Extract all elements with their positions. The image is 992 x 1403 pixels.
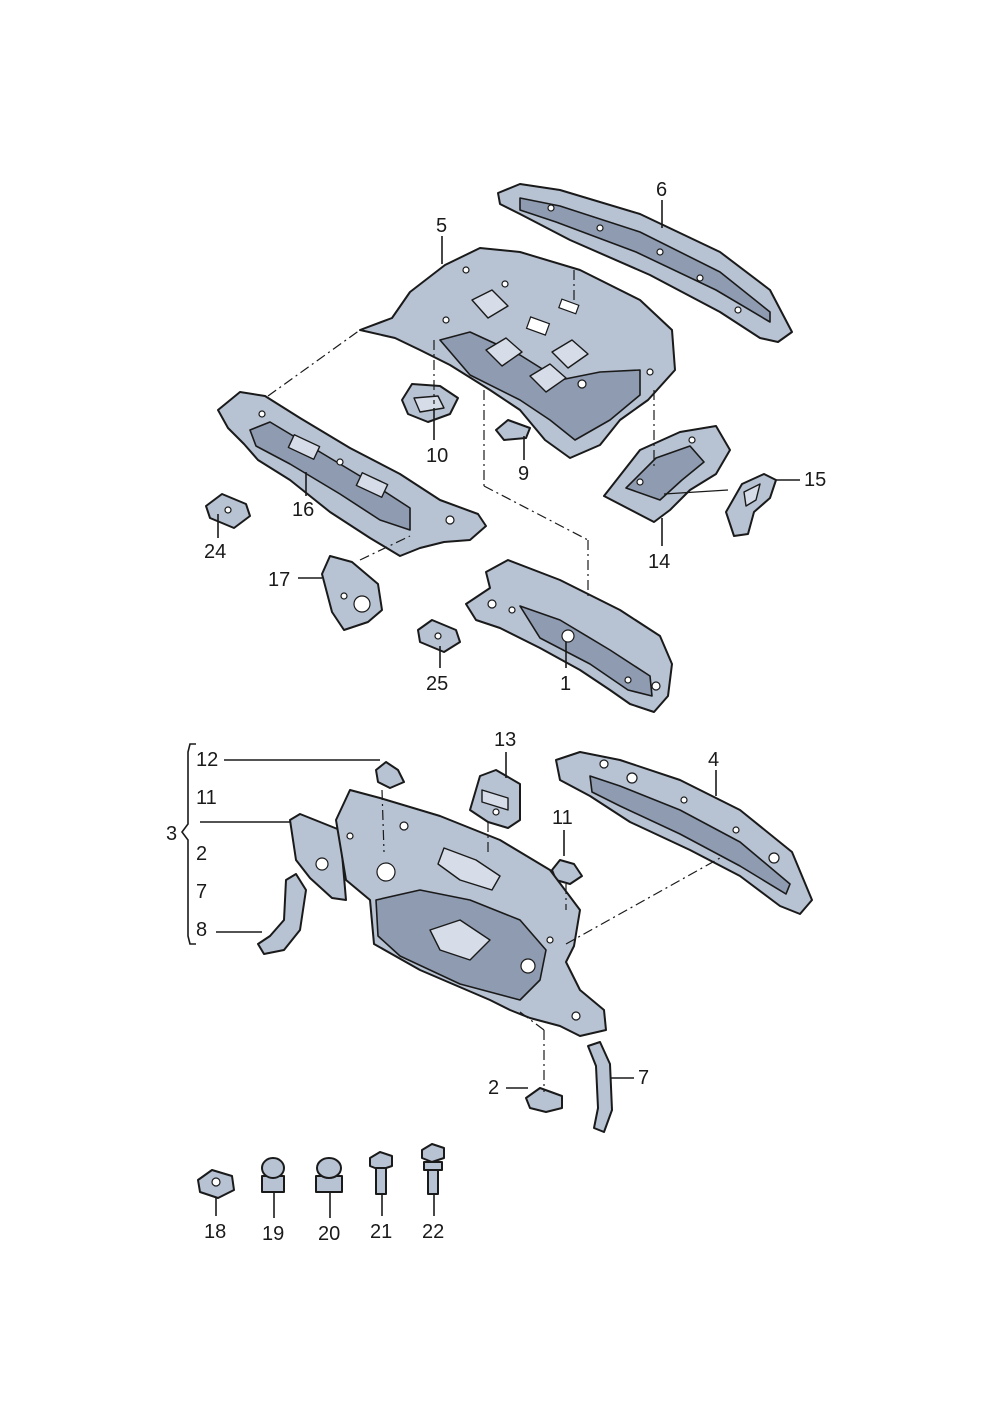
alignment-lines-upper [267,270,729,596]
callout-15: 15 [804,469,826,491]
part-21-bolt [369,1151,393,1195]
part-13-bracket [469,769,521,829]
callout-25: 25 [426,673,448,695]
callout-21: 21 [370,1221,392,1243]
part-2-bracket [525,1087,563,1113]
alignment-lines-lower [381,789,721,1092]
callout-9: 9 [518,463,529,485]
callout-11: 11 [552,807,573,829]
part-19-cap-nut [261,1157,285,1193]
part-24-plate [205,493,251,529]
part-10-bracket [401,383,459,423]
callout-11-list: 11 [196,787,217,809]
part-16-longitudinal-member [217,391,487,557]
callout-16: 16 [292,499,314,521]
part-5-parcel-shelf [359,247,676,459]
part-17-gusset [321,555,383,631]
callout-2-list: 2 [196,843,207,865]
callout-6: 6 [656,179,667,201]
part-12-clip [375,761,405,789]
callout-7-list: 7 [196,881,207,903]
callout-5: 5 [436,215,447,237]
callout-18: 18 [204,1221,226,1243]
leader-lines [181,200,800,1218]
callout-12: 12 [196,749,218,771]
part-8-bracket [257,873,307,955]
callout-14: 14 [648,551,670,573]
callout-20: 20 [318,1223,340,1245]
callout-13: 13 [494,729,516,751]
part-15-bracket [725,473,777,537]
part-14-side-bracket [603,425,731,523]
callout-7: 7 [638,1067,649,1089]
callout-4: 4 [708,749,719,771]
part-22-bolt [421,1143,445,1195]
callout-24: 24 [204,541,226,563]
callout-17: 17 [268,569,290,591]
part-1-longitudinal-member [465,559,673,713]
part-9-clip [495,419,531,441]
callout-10: 10 [426,445,448,467]
part-3-side-plate [289,813,347,901]
part-25-plate [417,619,461,653]
part-4-cross-member [555,751,813,915]
callout-8: 8 [196,919,207,941]
part-20-cap-nut [315,1157,343,1193]
callout-1: 1 [560,673,571,695]
part-18-nut [197,1169,235,1199]
part-7-bracket [587,1041,613,1133]
callout-19: 19 [262,1223,284,1245]
callout-labels: 6 5 10 9 16 15 14 24 17 25 1 13 4 12 11 … [166,179,826,1245]
part-6-cross-member [497,183,793,343]
callout-22: 22 [422,1221,444,1243]
part-3-rear-panel [335,789,607,1037]
callout-3: 3 [166,823,177,845]
callout-2: 2 [488,1077,499,1099]
